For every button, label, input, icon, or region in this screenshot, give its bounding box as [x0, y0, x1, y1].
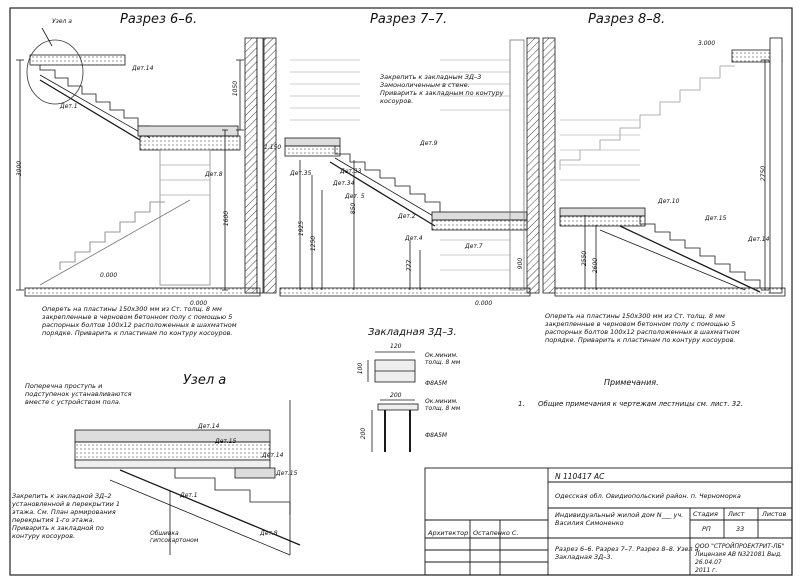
dim-1250: 1250 [310, 235, 318, 252]
tb-stage: РП [702, 525, 711, 533]
callout-det33: Дет.33 [340, 168, 362, 175]
level-3: 3.000 [698, 40, 716, 47]
tb-code: N 110417 АС [555, 472, 605, 481]
note-node-left: Закрепить к закладной ЗД–2 установленной… [12, 492, 121, 540]
section-7-7 [263, 37, 540, 297]
node-det14-b: Дет.14 [262, 452, 284, 459]
callout-det9: Дет.9 [420, 140, 438, 147]
callout-det14-b: Дет.14 [748, 236, 770, 243]
uzel-a-tag: Узел а [52, 18, 72, 25]
dim-1925: 1925 [298, 220, 306, 237]
embed-note-1: Ок.миним. толщ. 8 мм [425, 352, 461, 366]
section-8-8-title: Разрез 8–8. [588, 12, 666, 27]
dim-2550: 2550 [581, 250, 589, 267]
callout-det35: Дет.35 [290, 170, 312, 177]
remarks-item-text: Общие примечания к чертежам лестницы см.… [538, 400, 743, 408]
section-6-6-title: Разрез 6–6. [120, 12, 198, 27]
embed-title: Закладная ЗД–3. [368, 327, 457, 338]
dim-900: 900 [517, 257, 525, 270]
callout-det15: Дет.15 [705, 215, 727, 222]
level-0-b: 0.000 [190, 300, 208, 307]
section-8-8 [542, 37, 786, 297]
dim-200b: 200 [360, 427, 368, 440]
callout-det1: Дет.1 [60, 103, 78, 110]
dim-200: 200 [390, 392, 402, 399]
callout-det7: Дет.7 [465, 243, 483, 250]
sheet-border [9, 7, 793, 576]
dim-2750: 2750 [760, 165, 768, 182]
callout-det10: Дет.10 [658, 198, 680, 205]
tb-stage-h: Стадия [693, 510, 718, 518]
node-a-detail [74, 400, 301, 556]
callout-det5: Дет. 5 [345, 193, 365, 200]
callout-det14: Дет.14 [132, 65, 154, 72]
section-7-7-title: Разрез 7–7. [370, 12, 448, 27]
remarks-heading: Примечания. [604, 378, 659, 387]
dim-850: 850 [350, 202, 358, 215]
dim-2600: 2600 [592, 257, 600, 274]
embed-detail [367, 351, 419, 452]
tb-sheet: 33 [736, 525, 745, 533]
tb-sheet-h: Лист [728, 510, 745, 518]
tb-object: Индивидуальный жилой дом N___ уч. Васили… [555, 511, 684, 527]
callout-det8: Дет.8 [205, 171, 223, 178]
node-det15: Дет.15 [215, 438, 237, 445]
dim-1600: 1600 [223, 210, 231, 227]
level-0: 0.000 [100, 272, 118, 279]
level-0-c: 0.000 [475, 300, 493, 307]
tb-sheets-h: Листов [762, 510, 787, 518]
embed-anchor: Ф8А5М [425, 380, 448, 387]
node-a-title: Узел а [183, 373, 227, 388]
note-section-7-7: Закрепить к закладным ЗД–3 Замоноличенны… [380, 73, 504, 105]
remarks-item-no: 1. [518, 400, 525, 408]
dim-1050: 1050 [232, 80, 240, 97]
note-node-top: Поперечна проступь и подступенок устанав… [25, 382, 132, 406]
tb-sheet-title: Разрез 6–6. Разрез 7–7. Разрез 8–8. Узел… [555, 545, 701, 561]
callout-det2: Дет.2 [398, 213, 416, 220]
dim-100: 100 [357, 362, 365, 375]
tb-architect-name: Остапенко С. [473, 529, 519, 537]
callout-det4: Дет.4 [405, 235, 423, 242]
node-det1: Дет.1 [180, 492, 198, 499]
node-det15-b: Дет.15 [276, 470, 298, 477]
section-6-6 [16, 27, 264, 297]
embed-anchor-2: Ф8А5М [425, 432, 448, 439]
note-left-plates: Опереть на пластины 150х300 мм из Ст. то… [42, 305, 237, 337]
dim-777: 777 [406, 259, 414, 272]
callout-det34: Дет.34 [333, 180, 355, 187]
note-right-plates: Опереть на пластины 150х300 мм из Ст. то… [545, 312, 740, 344]
tb-architect-label: Архитектор [428, 529, 469, 537]
dim-120: 120 [390, 343, 402, 350]
title-block [424, 467, 793, 576]
level-1150: 1.150 [264, 144, 282, 151]
node-obshivka: Обшивка гипсокартоном [150, 530, 199, 544]
tb-address: Одесская обл. Овидиопольский район. п. Ч… [555, 492, 741, 500]
dim-3000: 3000 [16, 160, 24, 177]
node-det8: Дет.8 [260, 530, 278, 537]
tb-company: ООО "СТРОЙПРОЕКТРИТ-ЛБ" Лицензия АВ N321… [695, 543, 785, 574]
embed-note-2: Ок.миним. толщ. 8 мм [425, 398, 461, 412]
node-det14: Дет.14 [198, 423, 220, 430]
